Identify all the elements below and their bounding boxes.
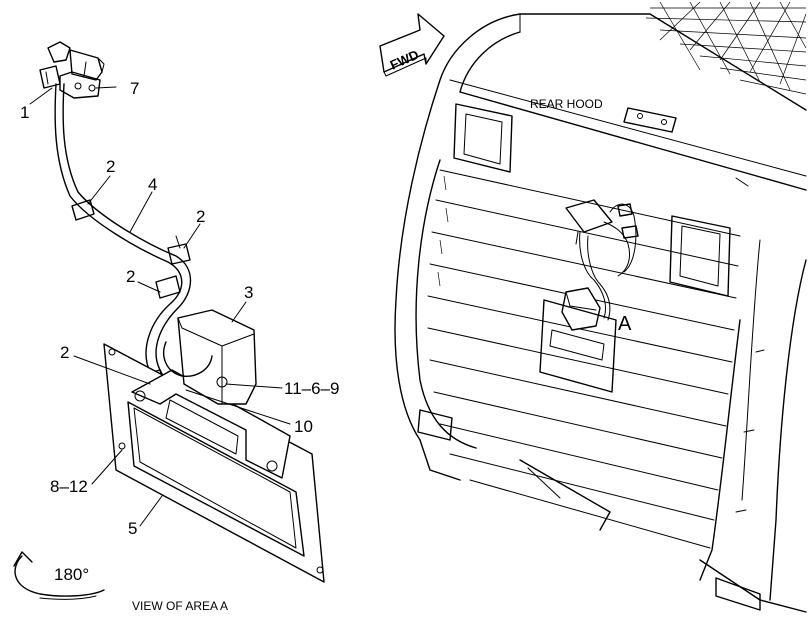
engine-grille-mesh [645,1,807,95]
rear-vent-left [453,103,513,173]
callout-2: 2 [126,267,135,286]
area-a-label: A [618,313,632,335]
connector-plug [47,41,105,99]
rotation-label: 180° [54,565,89,584]
callout-4: 4 [148,175,157,194]
rotation-arrow [13,551,105,600]
callout-2: 2 [106,157,115,176]
hood-latch [623,107,677,133]
view-caption: VIEW OF AREA A [132,599,228,613]
callout-2: 2 [60,343,69,362]
callout-11-6-9: 11–6–9 [284,379,339,398]
callout-3: 3 [244,283,253,302]
hood-lower-detail [417,177,765,611]
hood-body [394,13,807,613]
grille-louvers [427,169,741,549]
callout-5: 5 [128,519,137,538]
hood-license-lamp [561,287,601,331]
hood-wiring-harness [565,199,639,321]
area-a-detail-view: 1 7 2 4 2 2 3 2 11–6–9 10 8–12 5 180° VI… [13,41,339,613]
rear-hood-view: FWD [379,1,807,613]
leader-lines [29,86,291,527]
callout-10: 10 [294,417,313,436]
harness-clip-2c [155,275,181,299]
harness-clip-2b [167,235,191,265]
rear-vent-right [669,215,731,297]
callout-2: 2 [196,207,205,226]
rear-hood-label: REAR HOOD [530,97,603,111]
callout-7: 7 [130,79,139,98]
clip-1 [39,65,61,89]
hood-license-plate [539,299,617,393]
license-lamp [163,309,257,405]
callout-8-12: 8–12 [50,477,88,496]
fwd-arrow: FWD [379,13,445,77]
callout-1: 1 [20,103,29,122]
harness-clip-2a [71,199,95,221]
